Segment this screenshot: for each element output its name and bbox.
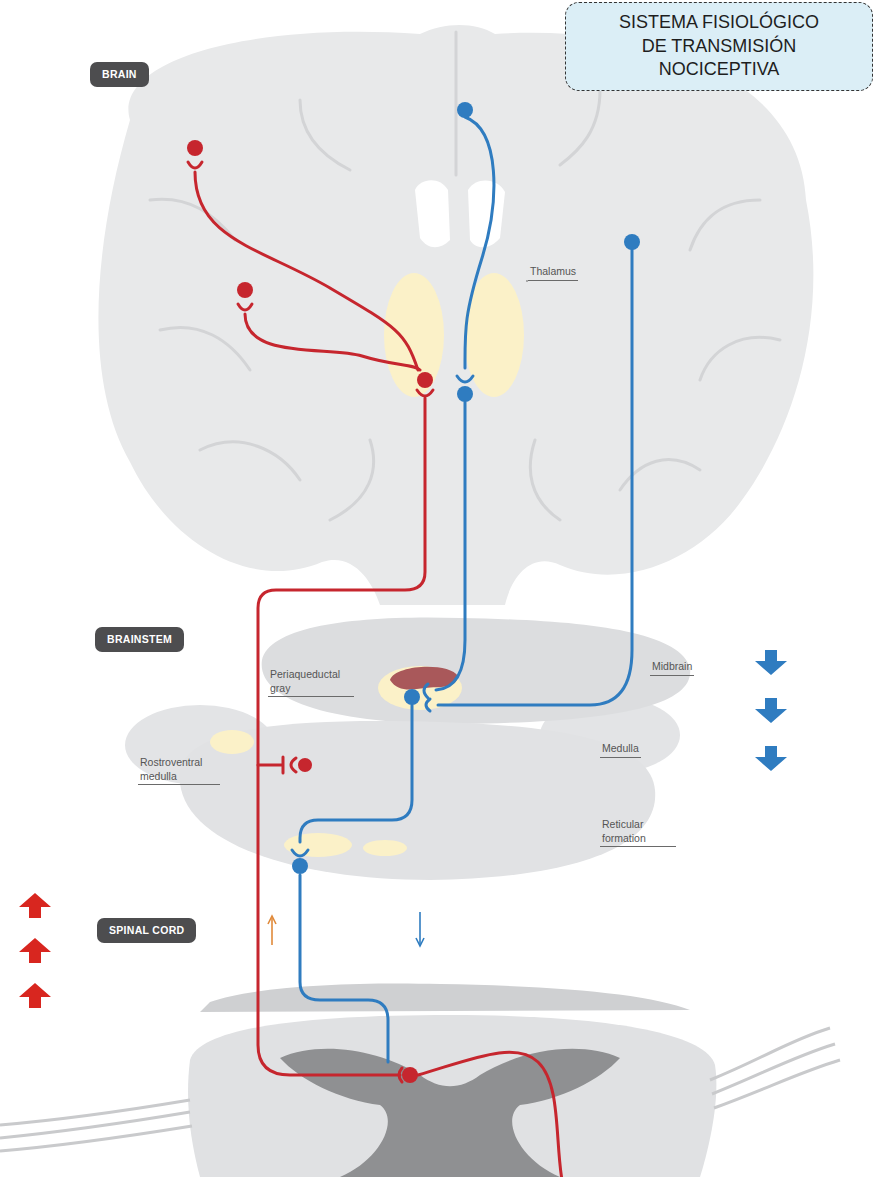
ascending-arrow: [19, 893, 51, 1008]
structure-label: Rostroventral medulla: [138, 756, 220, 785]
spinal-cord-section: [188, 1015, 716, 1177]
region-pill: SPINAL CORD: [97, 918, 196, 943]
region-name: SPINAL CORD: [109, 924, 184, 937]
region-pill: BRAINSTEM: [95, 627, 184, 652]
structure-label: Thalamus: [528, 265, 578, 281]
structure-label: Midbrain: [650, 660, 694, 676]
midbrain-section: [262, 617, 691, 724]
structure-label: Periaqueductal gray: [268, 668, 354, 697]
medulla-section: [180, 721, 656, 880]
brain-ventricle: [415, 180, 450, 247]
small-arrow: [268, 912, 424, 946]
spinal-gray-matter: [280, 1049, 620, 1177]
title-text: SISTEMA FISIOLÓGICO DE TRANSMISIÓN NOCIC…: [612, 11, 827, 81]
reticular-area: [284, 833, 352, 857]
structure-label: Reticular formation: [600, 818, 676, 847]
thalamus-area: [384, 273, 444, 397]
neuron-soma: [292, 102, 640, 874]
reticular-area: [363, 840, 407, 856]
ascending-pathway: [188, 162, 562, 1177]
descending-arrow: [755, 650, 787, 771]
title-box: SISTEMA FISIOLÓGICO DE TRANSMISIÓN NOCIC…: [565, 2, 873, 91]
region-pill: BRAIN: [90, 62, 149, 87]
descending-pathway: [292, 117, 632, 1062]
spinal-section-upper: [200, 983, 690, 1012]
structure-label: Medulla: [600, 742, 641, 758]
periaqueductal-area: [378, 666, 462, 710]
brain-section: [98, 25, 813, 605]
region-name: BRAIN: [102, 68, 137, 81]
region-name: BRAINSTEM: [107, 633, 172, 646]
spinal-rootlets: [0, 1028, 840, 1151]
rostroventral-area: [210, 730, 254, 754]
neuron-soma: [187, 140, 433, 1083]
